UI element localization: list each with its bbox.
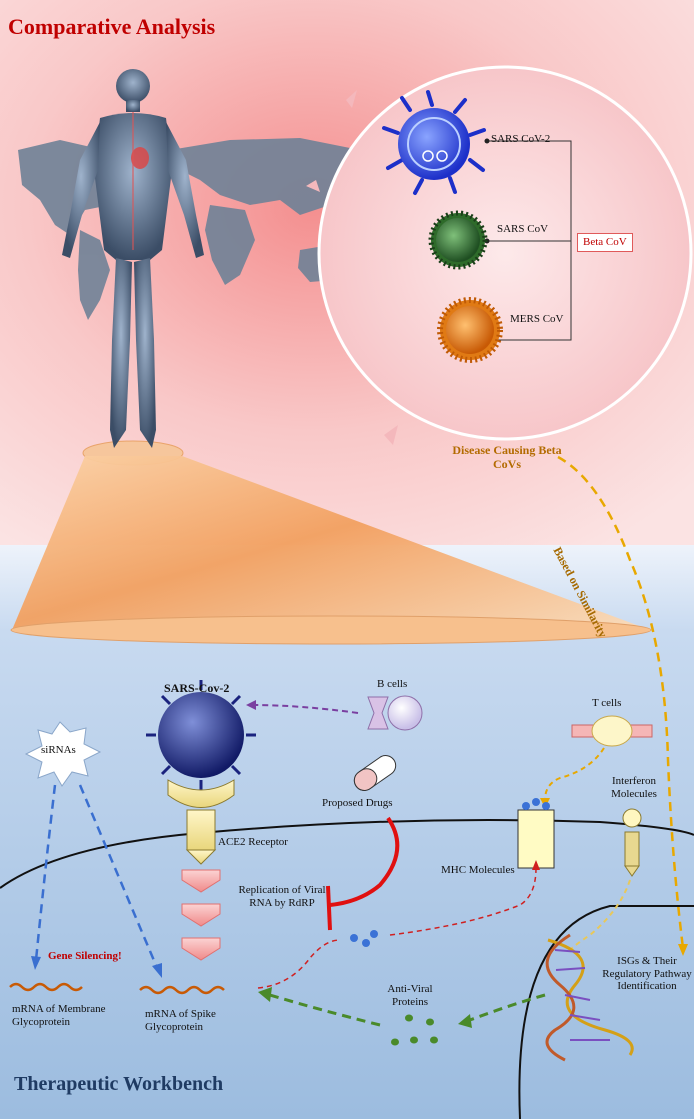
ace2-receptor-icon	[167, 779, 235, 865]
label-ace2-receptor: ACE2 Receptor	[218, 836, 288, 848]
label-interferon: Interferon Molecules	[611, 775, 657, 800]
human-body-icon	[62, 69, 204, 466]
sars-cov-2-particle-icon	[146, 680, 256, 790]
t-cell-arrow	[544, 747, 605, 801]
b-cell-icon	[367, 695, 423, 731]
label-sars-cov-2-workbench: SARS-Cov-2	[164, 681, 230, 695]
drug-inhibition-line	[329, 816, 400, 907]
mrna-spike-strand	[139, 985, 225, 995]
beta-cov-panel	[306, 65, 693, 445]
label-beta-cov: Beta CoV	[577, 233, 633, 252]
antiviral-arrow-from-dna	[469, 993, 546, 1022]
label-disease-causing: Disease Causing Beta CoVs	[452, 443, 562, 471]
sirna-burst-icon	[24, 721, 102, 787]
nucleus-membrane	[518, 905, 694, 1119]
sars-cov-2-virus-icon	[382, 90, 486, 195]
antiviral-protein-dots	[391, 1014, 438, 1046]
rna-particles	[350, 930, 378, 947]
title-therapeutic-workbench: Therapeutic Workbench	[14, 1073, 224, 1095]
dna-helix-icon	[545, 933, 634, 1062]
rna-path-arrow	[257, 939, 341, 989]
title-comparative-analysis: Comparative Analysis	[8, 14, 216, 39]
projection-cone	[12, 456, 650, 643]
label-b-cells: B cells	[377, 678, 408, 690]
replication-chevrons	[181, 869, 221, 961]
label-sars-cov-2: SARS CoV-2	[491, 133, 551, 145]
label-mrna-membrane: mRNA of Membrane Glycoprotein	[12, 1003, 106, 1028]
mhc-molecule-icon	[517, 798, 555, 869]
label-isgs: ISGs & Their Regulatory Pathway Identifi…	[602, 955, 692, 993]
sirna-arrow-left	[34, 784, 57, 961]
drug-capsule-icon	[353, 755, 397, 791]
similarity-arrow	[557, 455, 685, 949]
label-replication: Replication of Viral RNA by RdRP	[238, 884, 326, 909]
label-mhc-molecules: MHC Molecules	[441, 864, 515, 876]
label-t-cells: T cells	[592, 697, 622, 709]
mrna-membrane-strand	[9, 982, 83, 992]
interferon-icon	[622, 808, 642, 877]
label-sars-cov: SARS CoV	[497, 223, 549, 235]
label-anti-viral-proteins: Anti-Viral Proteins	[387, 983, 433, 1008]
b-cell-arrow	[251, 704, 359, 714]
mers-cov-virus-icon	[437, 297, 503, 363]
label-gene-silencing: Gene Silencing!	[48, 950, 122, 962]
t-cell-icon	[571, 715, 653, 747]
label-mers-cov: MERS CoV	[510, 313, 564, 325]
label-sirnas: siRNAs	[41, 744, 76, 756]
label-proposed-drugs: Proposed Drugs	[322, 797, 393, 809]
sars-cov-virus-icon	[428, 210, 488, 270]
label-mrna-spike: mRNA of Spike Glycoprotein	[145, 1008, 216, 1033]
